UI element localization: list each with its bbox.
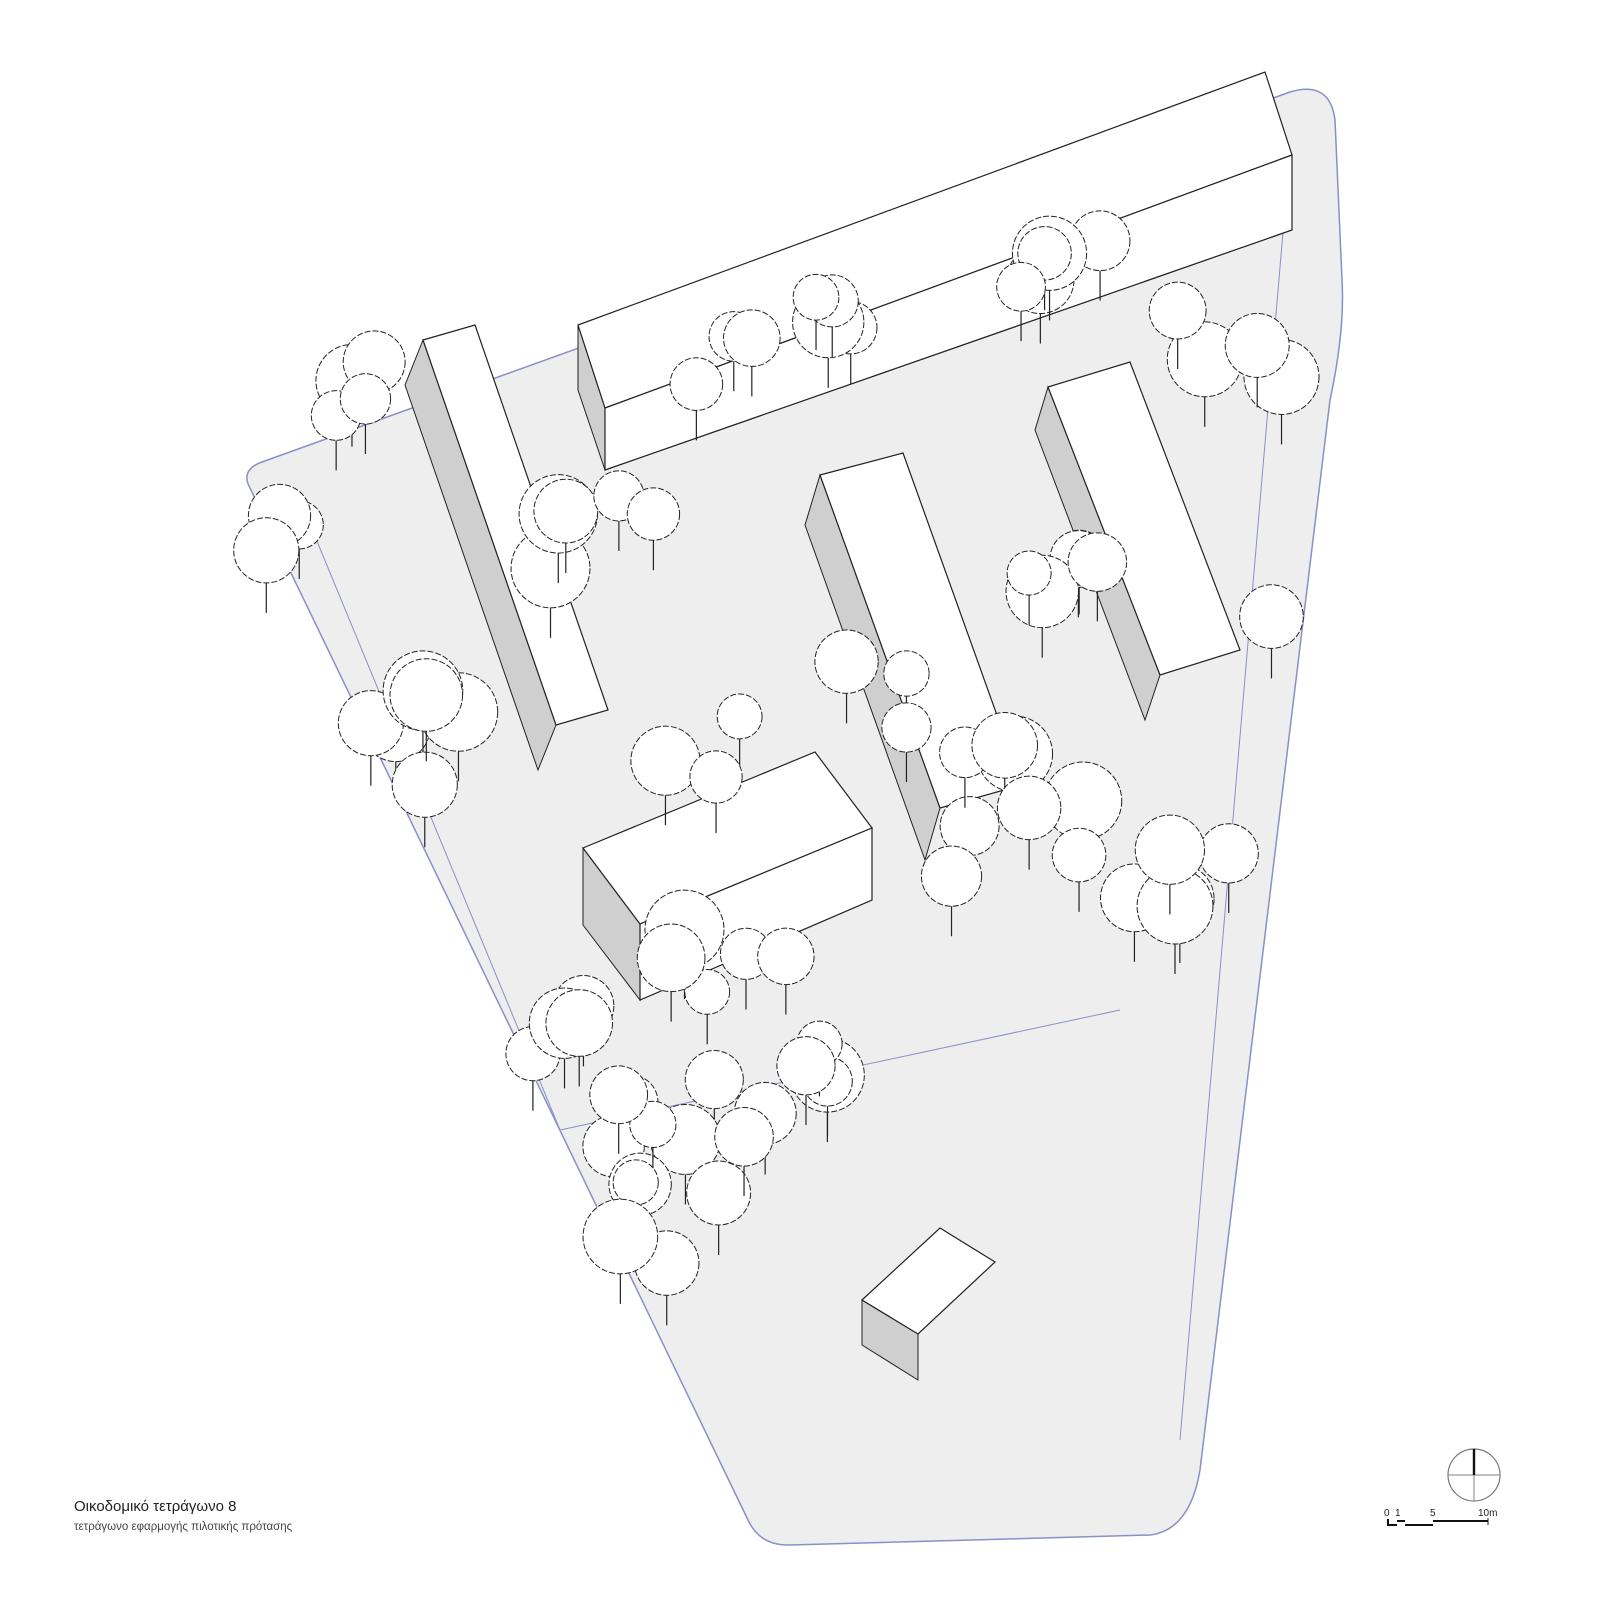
tree-canopy [339,373,392,425]
tree-canopy [1198,823,1259,884]
tree-canopy [533,478,599,544]
tree-canopy [1224,312,1290,378]
north-arrow-icon [1447,1448,1501,1502]
tree [1134,814,1206,915]
tree-canopy [920,845,983,907]
tree [391,751,458,848]
scale-label-0: 0 [1384,1508,1390,1519]
tree-canopy [996,775,1062,841]
drawing-title: Οικοδομικό τετράγωνο 8 [74,1498,237,1515]
scale-bar [1387,1518,1489,1526]
tree [545,989,614,1087]
tree [1067,532,1128,622]
tree [776,1036,836,1125]
tree-canopy [1051,827,1107,883]
tree-canopy [776,1036,836,1096]
tree [339,373,392,455]
tree-canopy [684,1050,744,1110]
tree-canopy [589,1065,649,1125]
scale-label-1: 1 [1395,1508,1401,1519]
tree [881,702,932,783]
tree-canopy [883,650,930,697]
tree-canopy [996,261,1046,312]
tree [626,487,681,571]
tree-canopy [686,1160,752,1226]
tree [1051,827,1107,912]
tree-canopy [757,927,815,986]
tree [757,927,815,1015]
tree [389,658,464,762]
tree [589,1065,649,1154]
tree-canopy [612,1159,659,1206]
tree [582,1198,659,1304]
tree [996,775,1062,870]
scale-label-10m: 10m [1478,1508,1498,1519]
building-roof [1047,361,1241,676]
tree-canopy [636,923,706,993]
tree-canopy [716,693,763,740]
tree [1148,281,1207,370]
tree-canopy [669,357,724,411]
small-house [861,1227,996,1381]
tree [1006,550,1052,626]
tree [689,750,743,834]
tree-canopy [714,1106,774,1167]
building-roof [861,1227,996,1335]
tree-canopy [626,487,681,541]
tree [233,517,300,613]
tree [686,1160,752,1255]
tree-canopy [814,629,879,694]
tree-canopy [723,309,781,367]
tree [630,725,701,826]
tree-canopy [881,702,932,753]
tree [533,478,599,574]
tree-canopy [1148,281,1207,340]
tree [669,357,724,441]
tree-canopy [1006,550,1052,596]
tree [714,1106,774,1197]
tree-canopy [689,750,743,804]
tree-canopy [1239,584,1304,649]
drawing-subtitle: τετράγωνο εφαρμογής πιλοτικής πρότασης [74,1521,293,1533]
tree-canopy [1134,814,1206,885]
tree [971,712,1039,809]
tree [1224,312,1290,408]
tree-canopy [971,712,1039,779]
tree [814,629,879,724]
tree-canopy [545,989,614,1057]
tree-canopy [391,751,458,818]
tree-canopy [582,1198,659,1275]
tree-canopy [630,725,701,796]
tree [636,923,706,1022]
scale-label-5: 5 [1430,1508,1436,1519]
tree [716,693,763,769]
tree-canopy [233,517,300,584]
tree-canopy [939,796,1000,857]
trees [233,210,1320,1326]
building-roof [422,324,609,726]
tree [996,261,1046,342]
tree-canopy [1067,532,1128,592]
tree [1239,584,1304,679]
tree [1166,321,1243,427]
tree [723,309,781,397]
tree-canopy [389,658,464,732]
building-west-slab [404,324,609,772]
tree-canopy [792,273,840,321]
tree [792,273,840,351]
tree [920,845,983,937]
